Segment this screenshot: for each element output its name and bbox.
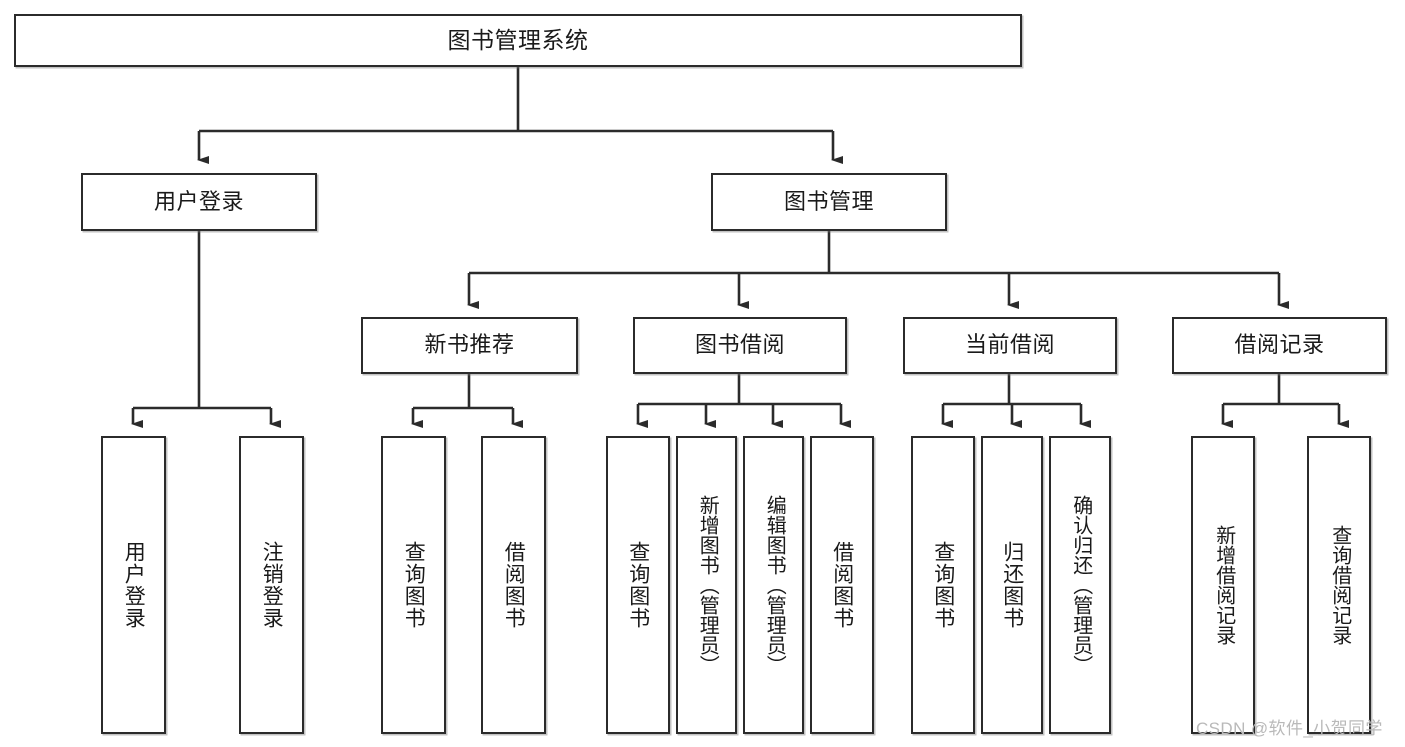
node-borrow-record[interactable]: 借阅记录 — [1172, 317, 1387, 374]
node-label: 查询图书 — [931, 541, 955, 629]
node-label: 编辑图书（管理员） — [763, 495, 786, 675]
node-label: 注销登录 — [260, 541, 284, 629]
node-label: 借阅图书 — [502, 541, 526, 629]
leaf-add-borrow-record[interactable]: 新增借阅记录 — [1191, 436, 1255, 734]
node-label: 图书借阅 — [694, 332, 785, 358]
node-label: 新增图书（管理员） — [696, 495, 719, 675]
leaf-query-borrow-record[interactable]: 查询借阅记录 — [1307, 436, 1371, 734]
node-new-book-recommend[interactable]: 新书推荐 — [361, 317, 578, 374]
node-root-system[interactable]: 图书管理系统 — [14, 14, 1022, 67]
leaf-borrow-book-recommend[interactable]: 借阅图书 — [481, 436, 546, 734]
node-label: 用户登录 — [153, 188, 244, 214]
node-label: 查询借阅记录 — [1328, 525, 1351, 645]
node-label: 图书管理 — [783, 188, 874, 214]
node-label: 归还图书 — [1000, 541, 1024, 629]
leaf-logout[interactable]: 注销登录 — [239, 436, 304, 734]
leaf-query-book-recommend[interactable]: 查询图书 — [381, 436, 446, 734]
node-book-borrow[interactable]: 图书借阅 — [633, 317, 847, 374]
leaf-confirm-return-admin[interactable]: 确认归还（管理员） — [1049, 436, 1111, 734]
node-label: 查询图书 — [626, 541, 650, 629]
node-label: 当前借阅 — [964, 332, 1055, 358]
leaf-borrow-book[interactable]: 借阅图书 — [810, 436, 874, 734]
leaf-query-book-current[interactable]: 查询图书 — [911, 436, 975, 734]
csdn-watermark: CSDN @软件_小贺同学 — [1196, 719, 1383, 738]
leaf-user-login[interactable]: 用户登录 — [101, 436, 166, 734]
node-label: 查询图书 — [402, 541, 426, 629]
node-label: 确认归还（管理员） — [1069, 495, 1092, 675]
node-label: 借阅图书 — [830, 541, 854, 629]
node-label: 新增借阅记录 — [1212, 525, 1235, 645]
node-user-login[interactable]: 用户登录 — [81, 173, 317, 231]
leaf-return-book[interactable]: 归还图书 — [981, 436, 1043, 734]
leaf-add-book-admin[interactable]: 新增图书（管理员） — [676, 436, 737, 734]
leaf-edit-book-admin[interactable]: 编辑图书（管理员） — [743, 436, 804, 734]
leaf-query-book-borrow[interactable]: 查询图书 — [606, 436, 670, 734]
node-label: 用户登录 — [122, 541, 146, 629]
node-current-borrow[interactable]: 当前借阅 — [903, 317, 1117, 374]
node-label: 新书推荐 — [424, 332, 515, 358]
node-book-management[interactable]: 图书管理 — [711, 173, 947, 231]
node-label: 借阅记录 — [1234, 332, 1325, 358]
node-label: 图书管理系统 — [447, 27, 589, 54]
